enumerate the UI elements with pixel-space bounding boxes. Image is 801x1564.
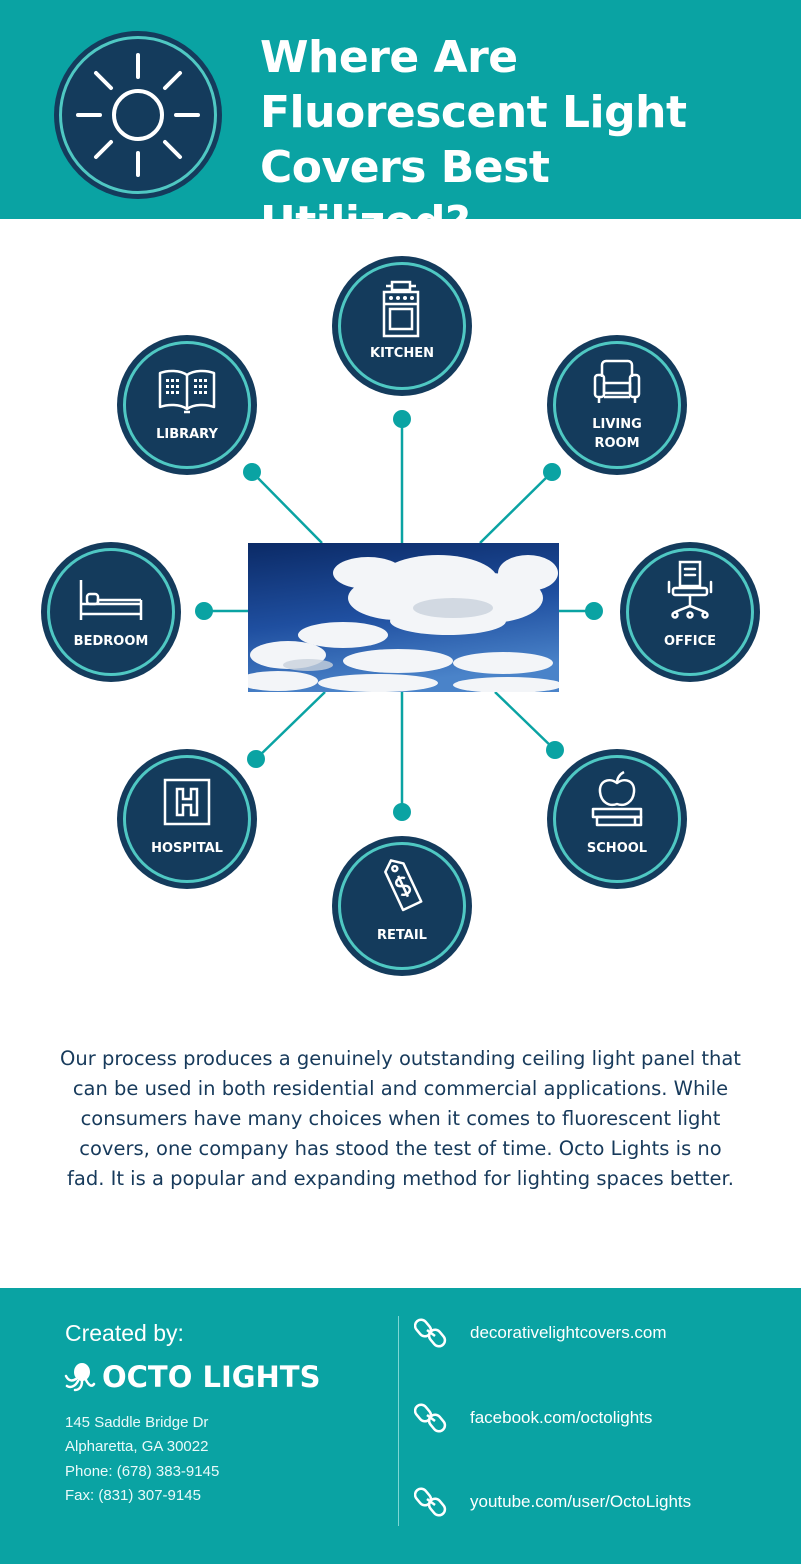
node-label: HOSPITAL [151,841,223,856]
address-line-2: Alpharetta, GA 30022 [65,1438,209,1455]
node-ring [338,842,466,970]
link-text: facebook.com/octolights [470,1408,653,1427]
link-chain-icon [414,1487,447,1517]
bedroom-node[interactable]: BEDROOM [41,542,181,682]
apple-books-icon [591,770,643,827]
node-ring [47,548,175,676]
node-label: KITCHEN [370,346,434,361]
youtube-link[interactable]: youtube.com/user/OctoLights [414,1485,691,1519]
living-room-node[interactable]: LIVING ROOM [547,335,687,475]
sky-clouds-image [248,543,559,692]
link-chain-icon [414,1318,447,1348]
created-by-label: Created by: [65,1320,184,1346]
node-label: RETAIL [377,928,427,943]
hospital-sign-icon [163,778,211,826]
armchair-icon [593,359,641,403]
kitchen-node[interactable]: KITCHEN [332,256,472,396]
link-text: decorativelightcovers.com [470,1323,667,1342]
footer-divider [398,1316,399,1526]
node-ring [553,341,681,469]
office-chair-icon [667,560,713,619]
stove-icon [382,280,420,338]
node-label: SCHOOL [586,841,648,856]
node-ring [123,755,251,883]
node-ring [123,341,251,469]
phone-number: Phone: (678) 383-9145 [65,1463,220,1480]
brand-logo[interactable]: OCTO LIGHTS [62,1360,320,1394]
description-paragraph: Our process produces a genuinely outstan… [60,1047,741,1190]
brand-name: OCTO LIGHTS [102,1360,321,1394]
school-node[interactable]: SCHOOL [547,749,687,889]
facebook-link[interactable]: facebook.com/octolights [414,1401,652,1435]
retail-node[interactable]: RETAIL [332,836,472,976]
connector-lines [195,410,603,821]
link-text: youtube.com/user/OctoLights [470,1492,692,1511]
price-tag-icon [384,859,423,912]
hospital-node[interactable]: HOSPITAL [117,749,257,889]
locations-diagram: KITCHEN LIVING ROOM [0,219,801,1019]
office-node[interactable]: OFFICE [620,542,760,682]
octopus-icon [64,1363,96,1392]
library-node[interactable]: LIBRARY [117,335,257,475]
node-ring [338,262,466,390]
header-banner: Where Are Fluorescent Light Covers Best … [0,0,801,248]
badge-ring [59,36,217,194]
open-book-icon [158,369,216,414]
node-label: OFFICE [663,634,717,649]
bed-icon [79,580,143,620]
sun-badge [54,31,222,199]
sun-icon [76,53,200,177]
node-label: LIVING ROOM [592,417,642,451]
node-ring [553,755,681,883]
address-line-1: 145 Saddle Bridge Dr [65,1414,209,1431]
node-label: BEDROOM [73,634,149,649]
website-link[interactable]: decorativelightcovers.com [414,1316,667,1350]
link-chain-icon [414,1403,447,1433]
node-ring [626,548,754,676]
node-label: LIBRARY [156,427,218,442]
fax-number: Fax: (831) 307-9145 [65,1487,201,1504]
footer: Created by: OCTO LIGHTS 145 Saddle Bridg… [0,1288,801,1564]
page-title: Where Are Fluorescent Light Covers Best … [260,32,687,248]
